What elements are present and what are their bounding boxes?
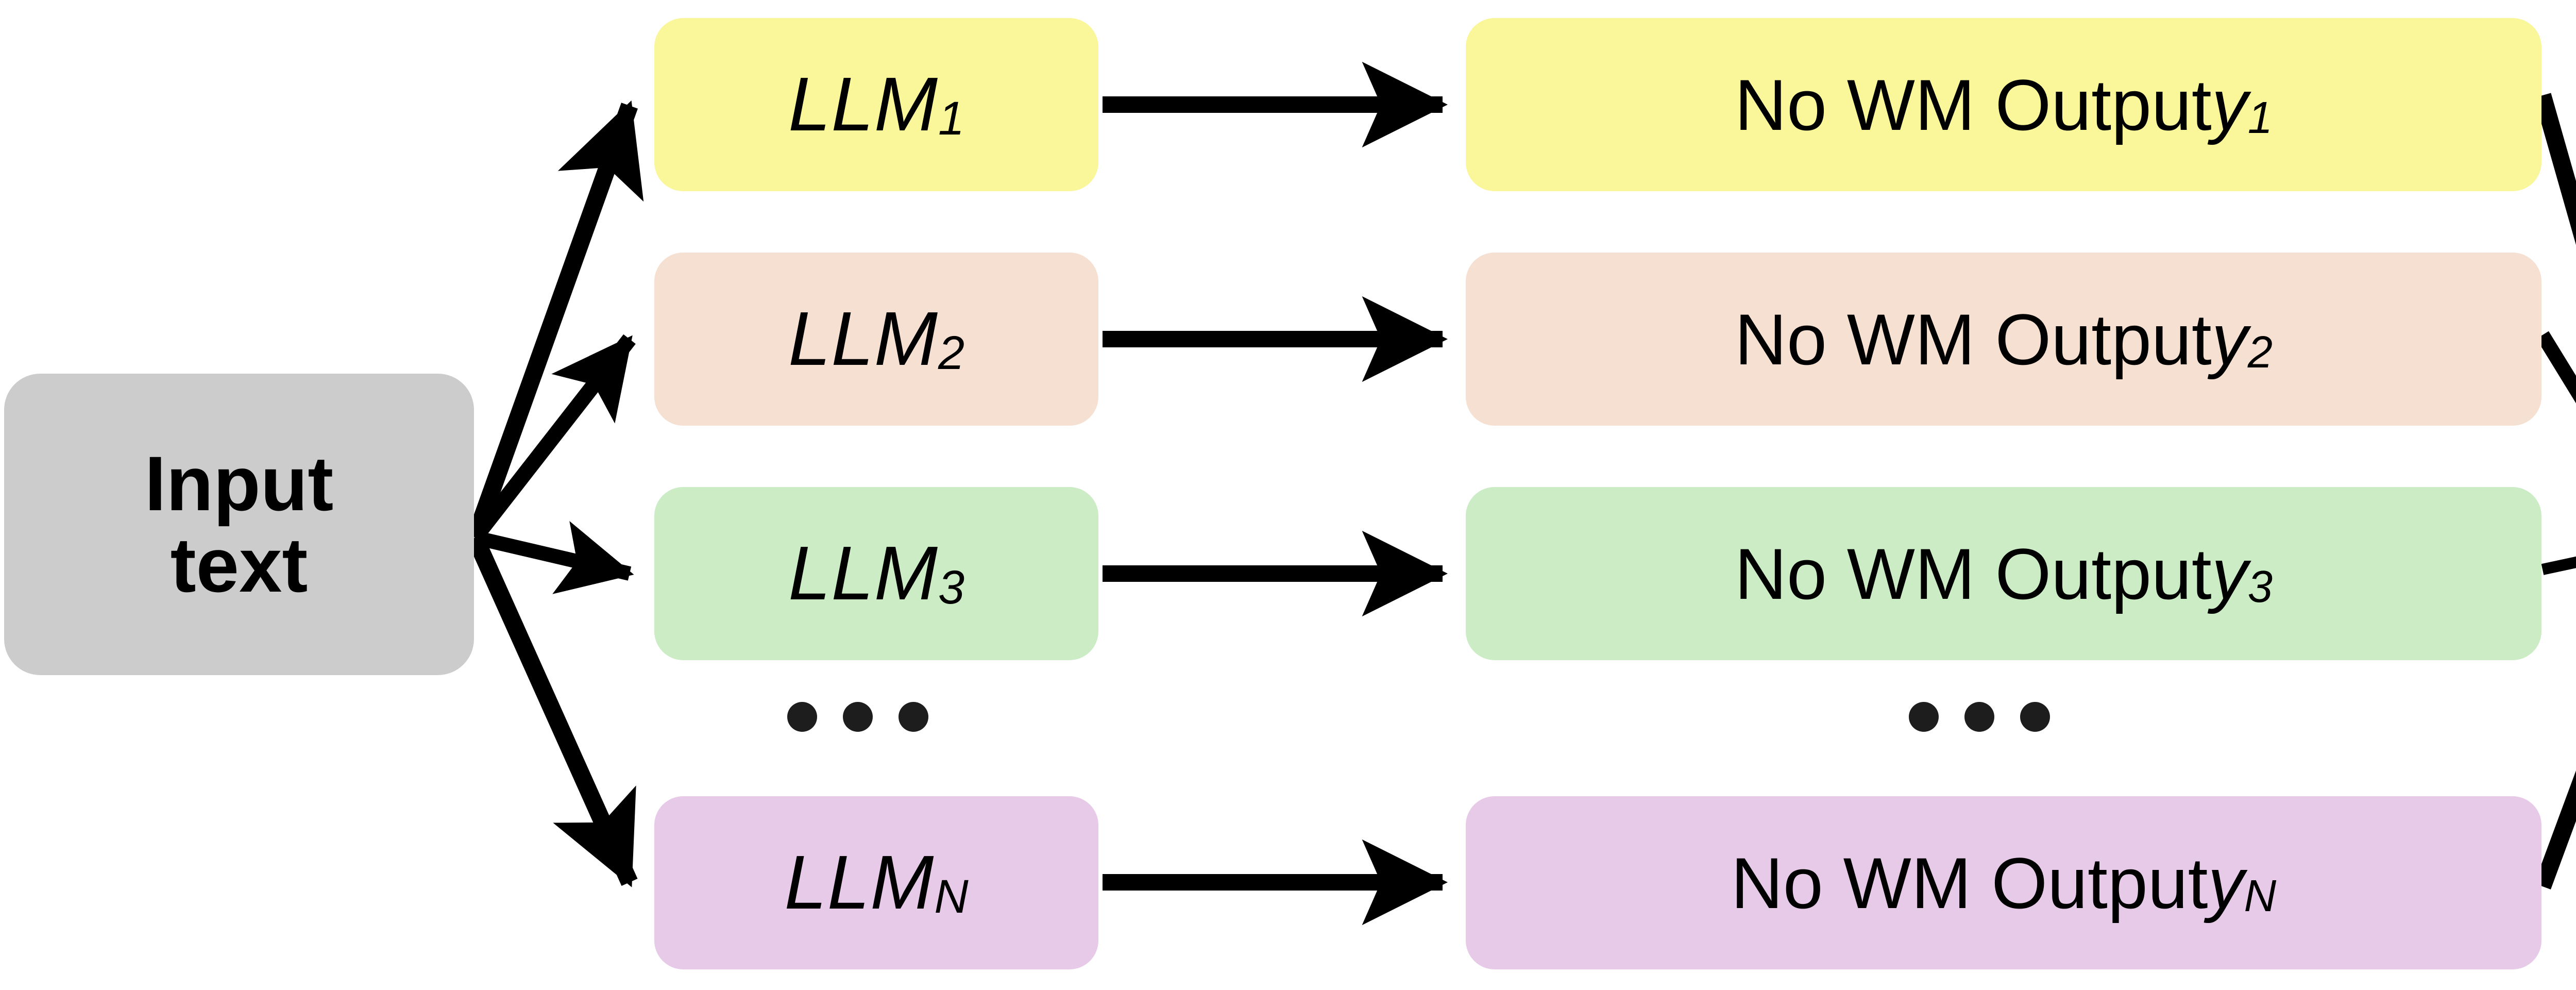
output-label-n: No WM Output [1731,842,2208,924]
output-subscript-1: 1 [2247,93,2273,143]
llm-subscript-1: 1 [938,92,964,145]
output-var-3: y [2211,533,2248,614]
ellipsis-dot [899,702,928,732]
ellipsis-dot [1964,702,1994,732]
llm-subscript-2: 2 [938,327,964,380]
ellipsis-dot [787,702,817,732]
fanout-arrows [466,100,644,887]
output-var-1: y [2211,64,2248,145]
llm-label-n: LLM [784,840,935,926]
output-label-2: No WM Output [1734,298,2212,380]
llm-label-1: LLM [788,62,938,147]
llm-label-2: LLM [788,296,938,382]
output-label-3: No WM Output [1734,533,2212,614]
fanin-arrows [2534,93,2576,890]
llm-to-output-arrows [1103,61,1448,926]
output-subscript-2: 2 [2247,327,2273,378]
output-subscript-n: N [2244,871,2277,921]
output-var-n: y [2208,842,2244,924]
llm-label-3: LLM [788,531,938,616]
output-var-2: y [2211,298,2248,380]
ellipsis-dot [843,702,873,732]
ellipsis-dot [1909,702,1939,732]
ellipsis-outputs [1909,702,2050,732]
llm-subscript-n: N [934,870,969,924]
input-text-label-line1: Input [144,440,334,527]
output-subscript-3: 3 [2247,562,2273,612]
llm-subscript-3: 3 [938,561,964,614]
output-label-1: No WM Output [1734,64,2212,145]
ellipsis-models [787,702,928,732]
ellipsis-dot [2020,702,2050,732]
input-text-box[interactable]: Input text [4,374,474,675]
input-text-label-line2: text [170,521,308,608]
